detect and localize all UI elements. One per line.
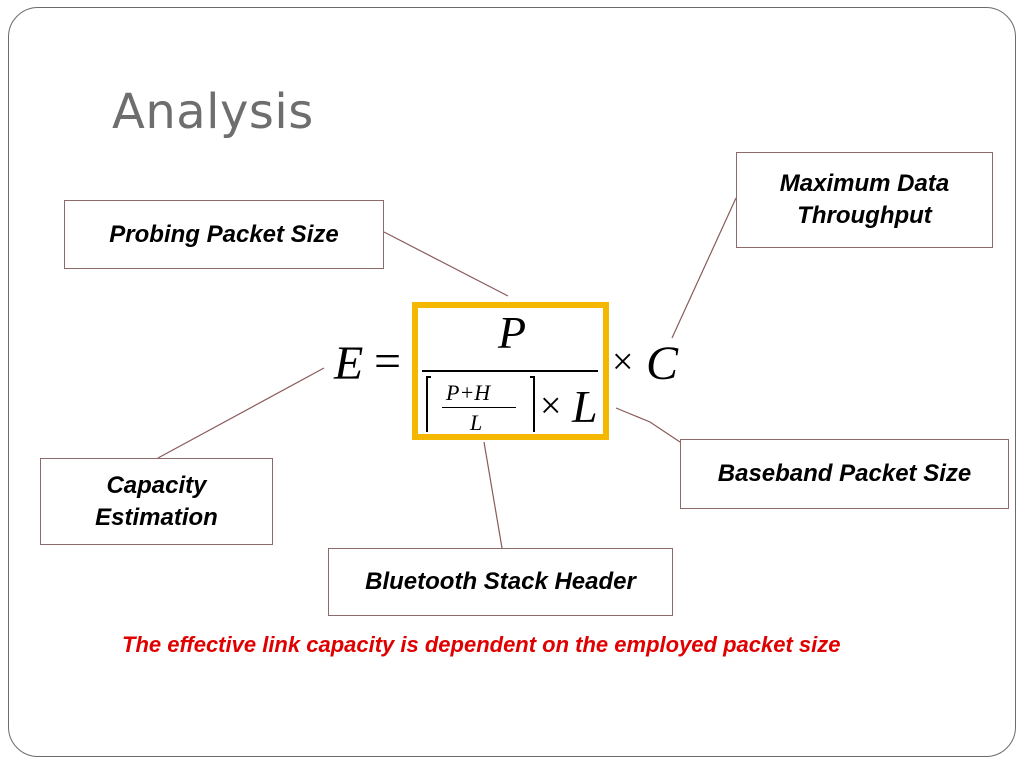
equation-equals: =: [374, 335, 402, 388]
footnote-text: The effective link capacity is dependent…: [122, 632, 841, 657]
fraction-highlight-box: [412, 302, 609, 440]
callout-probing-packet-size: Probing Packet Size: [64, 200, 384, 269]
equation-lhs: E: [334, 337, 364, 390]
callout-probing-label: Probing Packet Size: [109, 220, 339, 248]
inner-fraction-bar: [442, 407, 516, 408]
equation-inner-denominator: L: [470, 410, 483, 435]
callout-bluetooth-stack-header: Bluetooth Stack Header: [328, 548, 673, 616]
ceiling-bracket-left: [426, 376, 431, 432]
ceiling-bracket-right: [530, 376, 535, 432]
callout-capacity-estimation: Capacity Estimation: [40, 458, 273, 545]
equation-rhs-factor: C: [646, 337, 679, 390]
equation-times-rhs: ×: [612, 341, 634, 383]
callout-baseband-packet-size: Baseband Packet Size: [680, 439, 1009, 509]
equation-inner-numerator: P+H: [446, 380, 491, 405]
callout-maximum-line2: Throughput: [797, 202, 932, 229]
fraction-bar: [422, 370, 598, 372]
slide-title: Analysis: [112, 84, 314, 140]
callout-bluetooth-label: Bluetooth Stack Header: [365, 568, 636, 595]
callout-maximum-line1: Maximum Data: [779, 170, 950, 197]
equation-times-denominator: ×: [540, 385, 562, 427]
callout-capacity-line2: Estimation: [95, 503, 218, 531]
equation-numerator: P: [498, 307, 527, 358]
callout-maximum-data-throughput: Maximum Data Throughput: [736, 152, 993, 248]
callout-baseband-label: Baseband Packet Size: [717, 460, 972, 487]
callout-capacity-line1: Capacity: [106, 471, 207, 499]
equation-denominator-factor: L: [572, 381, 598, 432]
